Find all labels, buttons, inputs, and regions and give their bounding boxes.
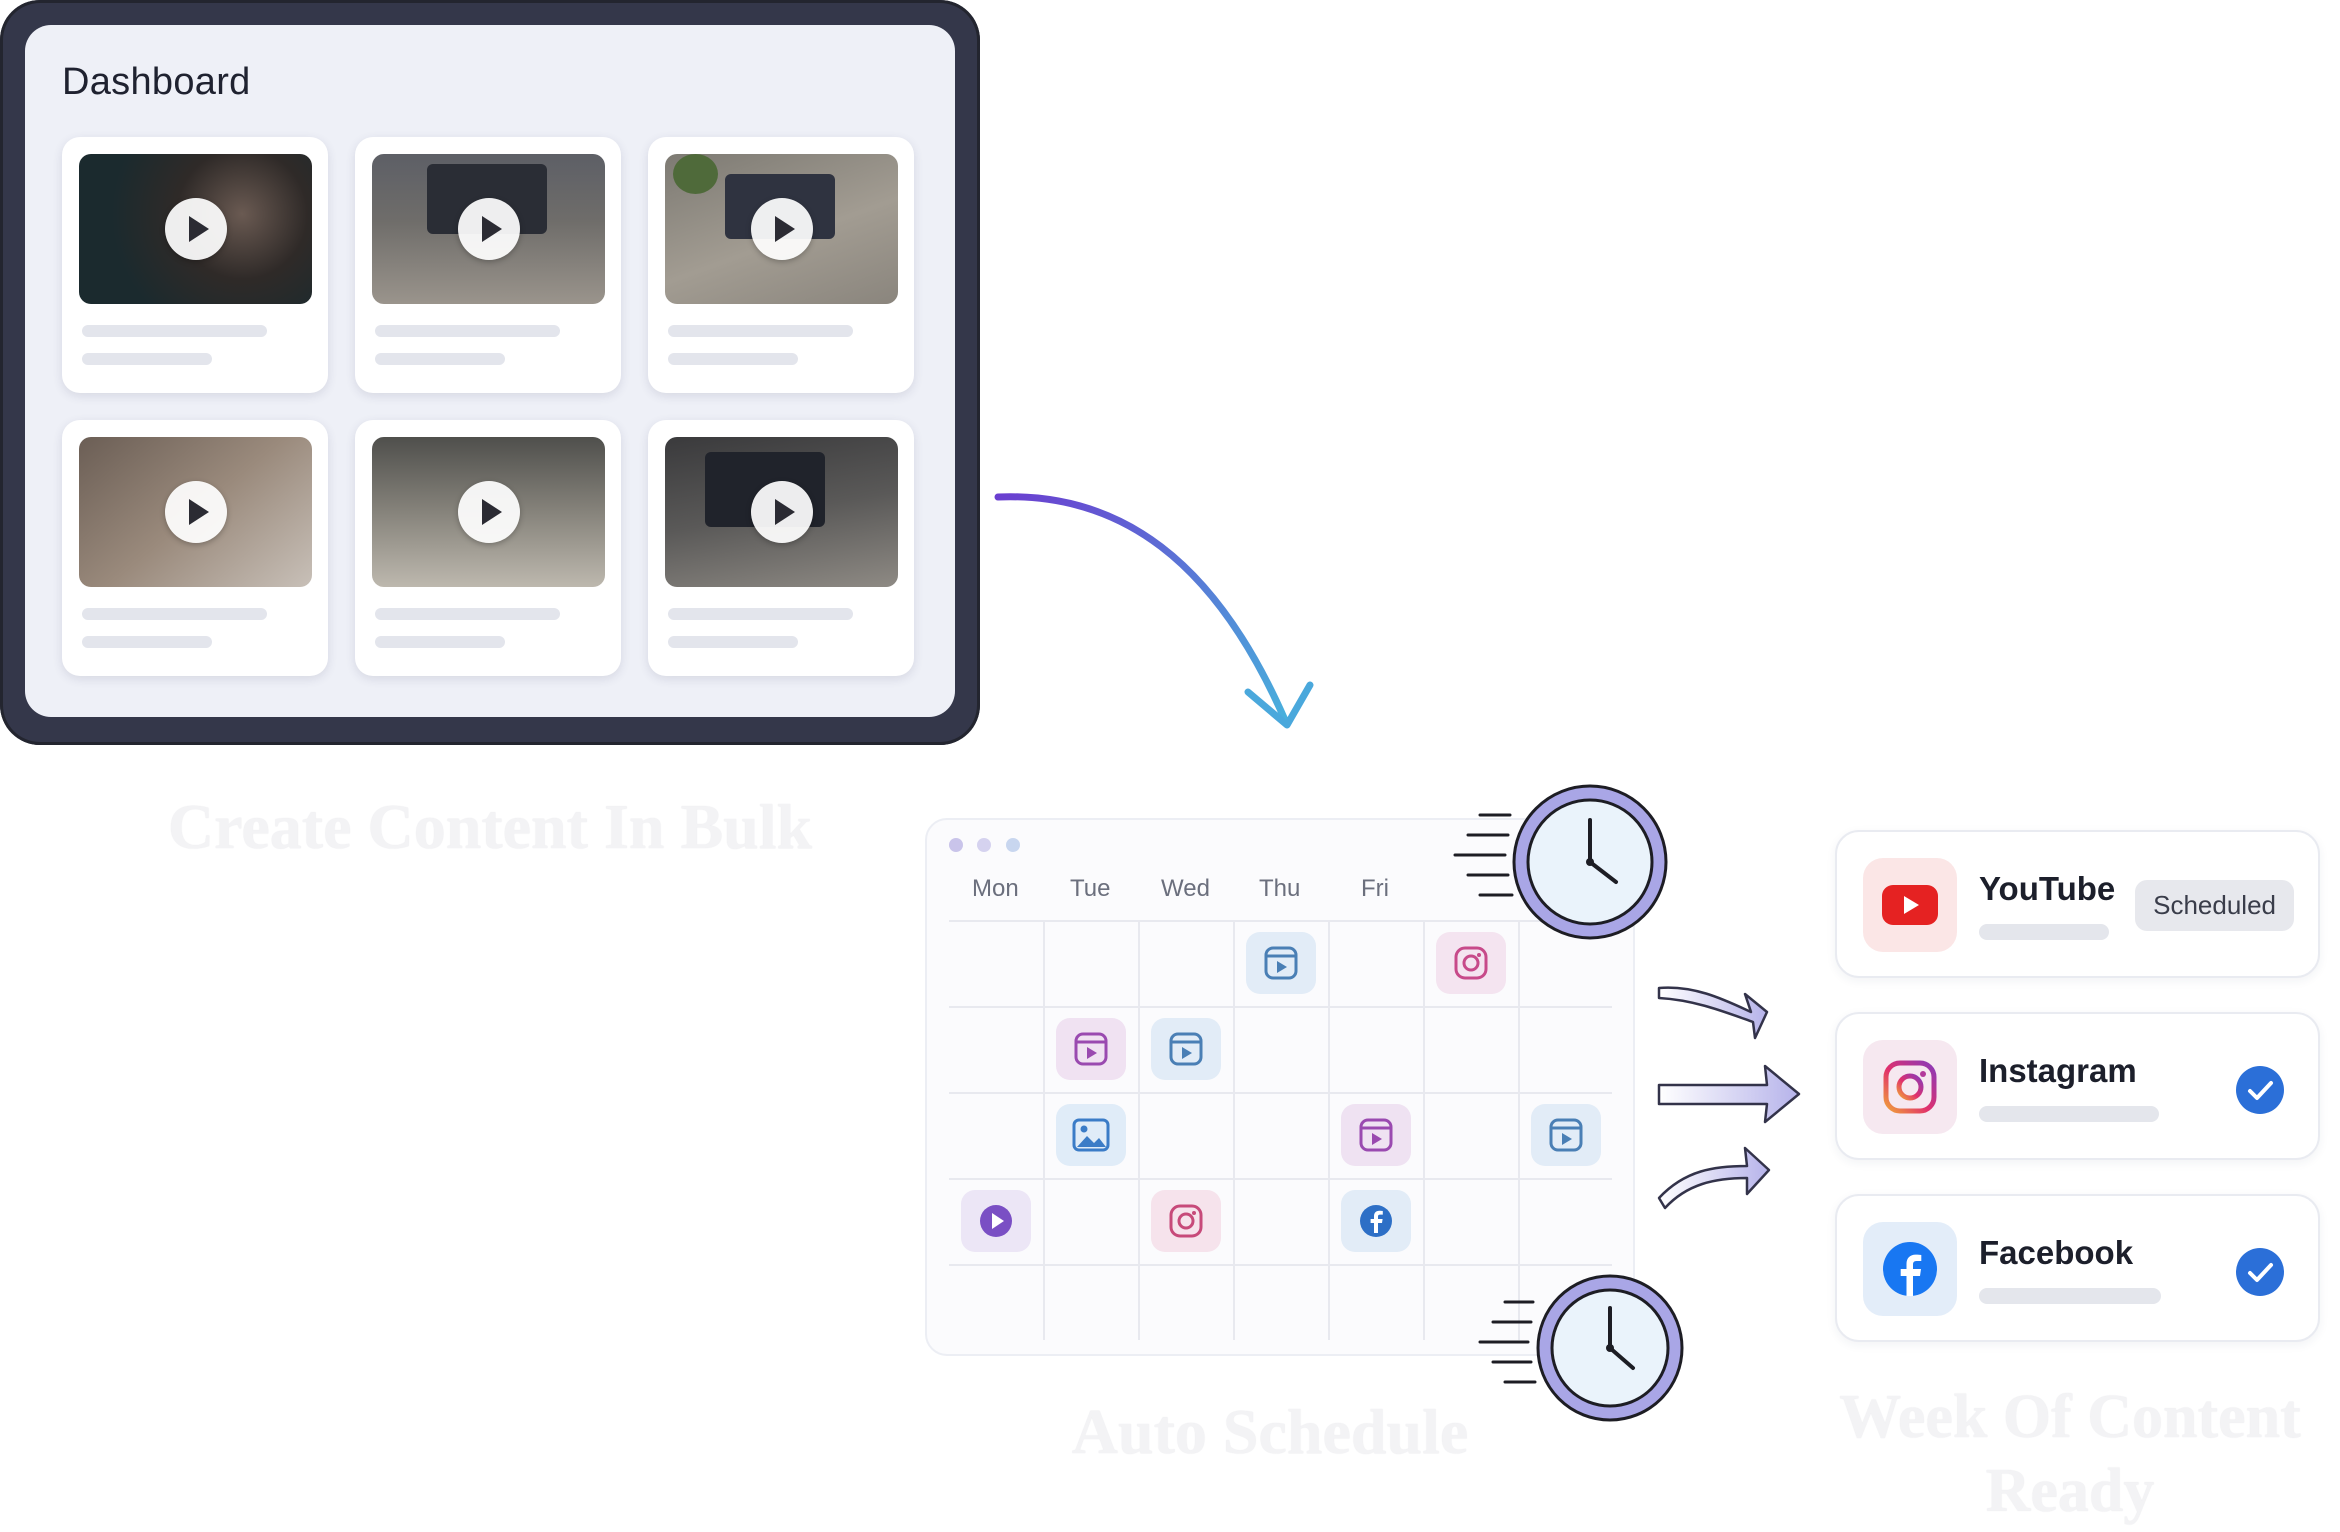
reel-icon[interactable]	[1151, 1018, 1221, 1080]
grid-line	[949, 1092, 1612, 1094]
placeholder-line	[82, 636, 212, 648]
distribute-arrows-icon	[1657, 986, 1801, 1210]
placeholder-line	[668, 325, 853, 337]
placeholder-line	[1979, 1106, 2159, 1122]
grid-line	[1423, 920, 1425, 1340]
dashboard-title: Dashboard	[62, 61, 251, 103]
placeholder-line	[375, 325, 560, 337]
day-label-wed: Wed	[1161, 875, 1210, 902]
placeholder-line	[668, 353, 798, 365]
video-card[interactable]	[355, 420, 621, 676]
grid-line	[1518, 920, 1520, 1340]
dashboard-device: Dashboard	[0, 0, 980, 745]
instagram-icon[interactable]	[1436, 932, 1506, 994]
video-card[interactable]	[648, 137, 914, 393]
video-card[interactable]	[355, 137, 621, 393]
play-icon[interactable]	[457, 481, 520, 543]
platform-card-facebook[interactable]: Facebook	[1835, 1194, 2320, 1342]
platform-name: Facebook	[1979, 1234, 2134, 1271]
day-label-tue: Tue	[1070, 875, 1111, 902]
grid-line	[949, 1264, 1612, 1266]
window-controls	[949, 838, 1030, 857]
video-thumbnail[interactable]	[79, 154, 312, 304]
play-icon[interactable]	[750, 198, 813, 260]
reel-icon[interactable]	[1341, 1104, 1411, 1166]
instagram-icon	[1863, 1040, 1957, 1134]
reel-icon[interactable]	[1056, 1018, 1126, 1080]
facebook-icon	[1863, 1222, 1957, 1316]
reel-icon[interactable]	[1246, 932, 1316, 994]
grid-line	[1043, 920, 1045, 1340]
reel-icon[interactable]	[1531, 1104, 1601, 1166]
platform-name: Instagram	[1979, 1052, 2137, 1089]
video-card[interactable]	[62, 137, 328, 393]
grid-line	[949, 920, 1612, 922]
grid-line	[1233, 920, 1235, 1340]
video-card[interactable]	[62, 420, 328, 676]
play-icon[interactable]	[457, 198, 520, 260]
placeholder-line	[1979, 1288, 2161, 1304]
placeholder-line	[82, 608, 267, 620]
window-dot	[1005, 838, 1020, 852]
dashboard-screen: Dashboard	[25, 25, 955, 717]
placeholder-line	[375, 353, 505, 365]
video-card[interactable]	[648, 420, 914, 676]
day-label-thu: Thu	[1259, 875, 1301, 902]
image-icon[interactable]	[1056, 1104, 1126, 1166]
check-icon	[2236, 1248, 2284, 1296]
placeholder-line	[82, 353, 212, 365]
plant-shape	[673, 154, 718, 194]
day-label-fri: Fri	[1361, 875, 1389, 902]
instagram-icon[interactable]	[1151, 1190, 1221, 1252]
video-thumbnail[interactable]	[372, 437, 605, 587]
flow-arrow-icon	[994, 493, 1314, 729]
youtube-icon	[1863, 858, 1957, 952]
video-thumbnail[interactable]	[79, 437, 312, 587]
placeholder-line	[375, 636, 505, 648]
platform-card-youtube[interactable]: YouTube Scheduled	[1835, 830, 2320, 978]
grid-line	[949, 1178, 1612, 1180]
check-icon	[2236, 1066, 2284, 1114]
calendar-grid	[949, 920, 1612, 1340]
day-label-mon: Mon	[972, 875, 1019, 902]
grid-line	[1328, 920, 1330, 1340]
clock-icon	[1478, 1274, 1684, 1422]
window-dot	[977, 838, 992, 852]
placeholder-line	[668, 608, 853, 620]
video-play-icon[interactable]	[961, 1190, 1031, 1252]
grid-line	[949, 1006, 1612, 1008]
facebook-icon[interactable]	[1341, 1190, 1411, 1252]
schedule-calendar: Mon Tue Wed Thu Fri	[925, 818, 1635, 1356]
step-label-schedule: Auto Schedule	[1071, 1396, 1469, 1467]
video-thumbnail[interactable]	[665, 154, 898, 304]
platform-card-instagram[interactable]: Instagram	[1835, 1012, 2320, 1160]
status-badge: Scheduled	[2135, 880, 2294, 931]
placeholder-line	[375, 608, 560, 620]
platform-name: YouTube	[1979, 870, 2116, 907]
play-icon[interactable]	[164, 198, 227, 260]
window-dot	[949, 838, 963, 852]
placeholder-line	[82, 325, 267, 337]
clock-icon	[1453, 784, 1668, 940]
play-icon[interactable]	[750, 481, 813, 543]
step-label-create: Create Content In Bulk	[167, 791, 813, 862]
placeholder-line	[668, 636, 798, 648]
video-thumbnail[interactable]	[665, 437, 898, 587]
placeholder-line	[1979, 924, 2109, 940]
video-thumbnail[interactable]	[372, 154, 605, 304]
play-icon[interactable]	[164, 481, 227, 543]
grid-line	[1138, 920, 1140, 1340]
step-label-ready: Week Of Content Ready	[1839, 1383, 2301, 1525]
